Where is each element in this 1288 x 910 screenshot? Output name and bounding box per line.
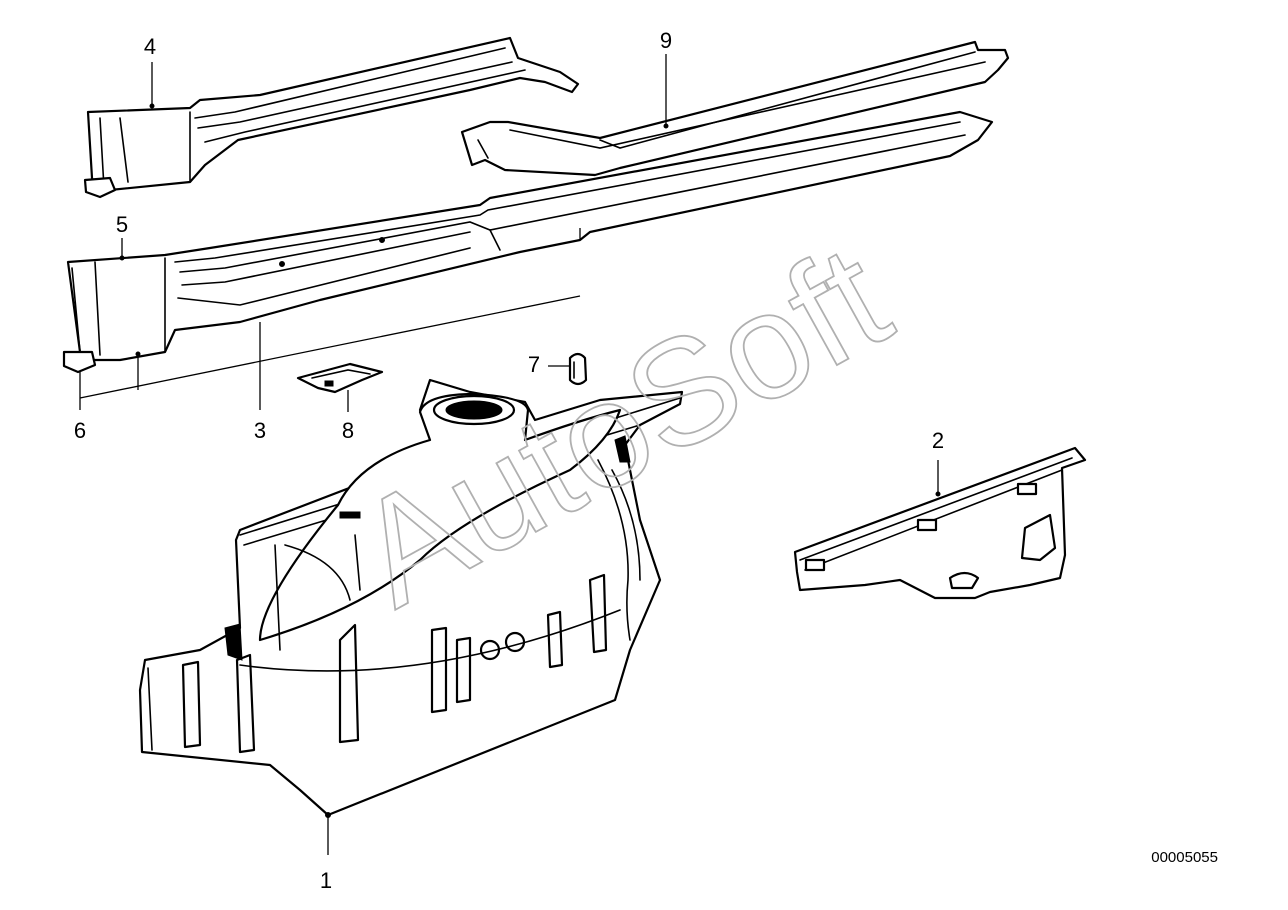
- leader-lines: [79, 54, 941, 855]
- callout-1[interactable]: 1: [320, 868, 332, 893]
- callout-6[interactable]: 6: [74, 418, 86, 443]
- callout-4[interactable]: 4: [144, 34, 156, 59]
- callout-8[interactable]: 8: [342, 418, 354, 443]
- callout-7[interactable]: 7: [528, 352, 540, 377]
- part-7-clip[interactable]: [568, 352, 588, 386]
- callout-3[interactable]: 3: [254, 418, 266, 443]
- callout-2[interactable]: 2: [932, 428, 944, 453]
- callout-9[interactable]: 9: [660, 28, 672, 53]
- part-1-floor-assembly[interactable]: [138, 378, 684, 817]
- part-2-reinforcement[interactable]: [793, 446, 1087, 600]
- part-5-longitudinal-member[interactable]: [62, 110, 994, 374]
- diagram-code: 00005055: [1151, 849, 1218, 866]
- part-9-side-rail[interactable]: [460, 40, 1010, 177]
- part-8-bracket[interactable]: [296, 362, 384, 394]
- part-4-longitudinal-member[interactable]: [83, 36, 580, 199]
- callout-labels: 1 2 3 4 5 6 7 8 9: [74, 28, 944, 893]
- callout-5[interactable]: 5: [116, 212, 128, 237]
